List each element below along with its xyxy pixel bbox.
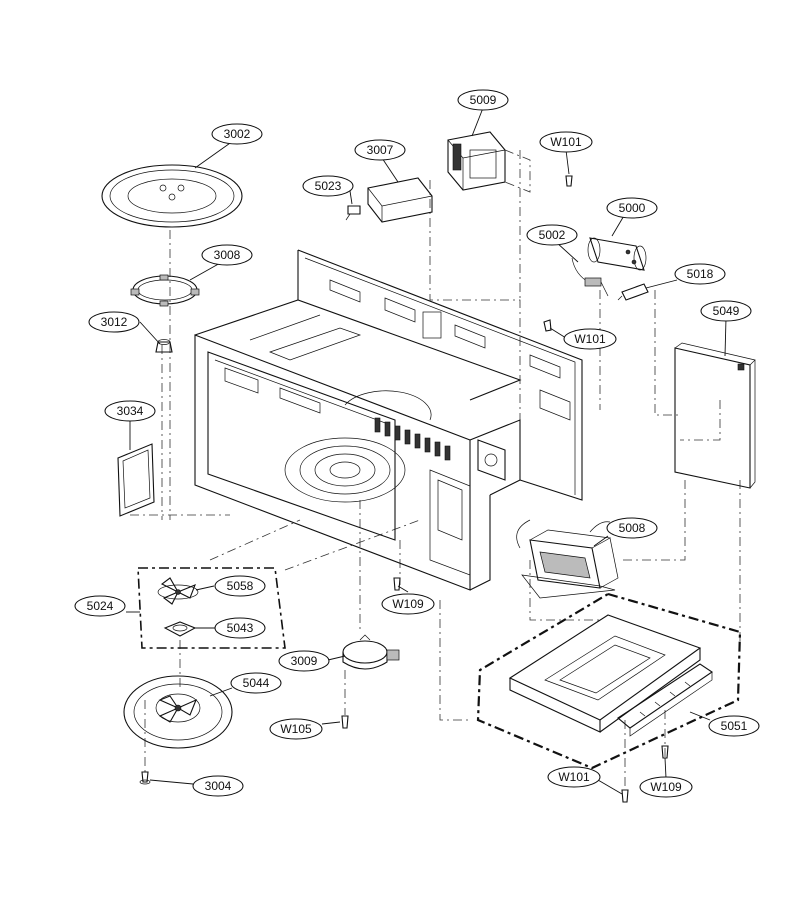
callout-3012: 3012 bbox=[88, 311, 140, 333]
hv-fuse bbox=[617, 283, 649, 301]
svg-text:5000: 5000 bbox=[619, 201, 646, 215]
screw-w109-bottom bbox=[661, 745, 669, 759]
svg-text:3007: 3007 bbox=[367, 143, 394, 157]
svg-text:5002: 5002 bbox=[539, 228, 566, 242]
svg-text:W109: W109 bbox=[392, 597, 424, 611]
svg-text:3004: 3004 bbox=[205, 779, 232, 793]
callout-w101-top: W101 bbox=[539, 131, 593, 153]
svg-text:5009: 5009 bbox=[470, 93, 497, 107]
roller-ring bbox=[130, 274, 200, 307]
callout-w109-bottom: W109 bbox=[639, 776, 693, 798]
oven-cavity-frame bbox=[194, 249, 583, 591]
fan-assembly-group bbox=[137, 567, 286, 649]
callout-5018: 5018 bbox=[674, 263, 726, 285]
callout-5043: 5043 bbox=[214, 617, 266, 639]
callout-3007: 3007 bbox=[354, 139, 406, 161]
screw-w105 bbox=[341, 715, 349, 729]
svg-text:W105: W105 bbox=[280, 722, 312, 736]
svg-text:3034: 3034 bbox=[117, 404, 144, 418]
callout-5023: 5023 bbox=[302, 175, 354, 197]
screw-w101-mid bbox=[543, 319, 552, 332]
svg-text:3008: 3008 bbox=[214, 248, 241, 262]
front-vent-slots bbox=[374, 417, 451, 461]
thermostat bbox=[345, 205, 361, 221]
callout-3009: 3009 bbox=[278, 650, 330, 672]
callout-3004: 3004 bbox=[192, 775, 244, 797]
callout-5000: 5000 bbox=[606, 197, 658, 219]
air-duct bbox=[367, 177, 433, 223]
callout-w101-bottom: W101 bbox=[547, 766, 601, 788]
side-cover-plate bbox=[674, 342, 756, 489]
callout-5044: 5044 bbox=[230, 672, 282, 694]
callout-5049: 5049 bbox=[700, 300, 752, 322]
svg-text:W101: W101 bbox=[550, 135, 582, 149]
screw-3004 bbox=[139, 771, 151, 785]
hv-capacitor bbox=[587, 237, 647, 271]
svg-text:5049: 5049 bbox=[713, 304, 740, 318]
turntable-motor bbox=[342, 634, 400, 670]
screw-w101-top bbox=[565, 175, 573, 187]
callout-5009: 5009 bbox=[457, 89, 509, 111]
callout-3002: 3002 bbox=[211, 123, 263, 145]
callout-5058: 5058 bbox=[214, 575, 266, 597]
callout-w109-mid: W109 bbox=[381, 593, 435, 615]
callout-w105: W105 bbox=[269, 718, 323, 740]
svg-text:3002: 3002 bbox=[224, 127, 251, 141]
svg-text:3012: 3012 bbox=[101, 315, 128, 329]
svg-text:3009: 3009 bbox=[291, 654, 318, 668]
leader-lines bbox=[126, 107, 727, 795]
fan-housing bbox=[123, 675, 233, 749]
turntable-glass-tray bbox=[101, 164, 243, 228]
svg-text:5024: 5024 bbox=[87, 599, 114, 613]
assembly-guide-lines bbox=[130, 150, 741, 790]
svg-text:5018: 5018 bbox=[687, 267, 714, 281]
callout-5051: 5051 bbox=[708, 715, 760, 737]
callout-5024: 5024 bbox=[74, 595, 126, 617]
waveguide-cover bbox=[117, 443, 155, 517]
part-callouts: 3002 3008 3012 3034 3007 5023 5009 W101 bbox=[74, 89, 760, 798]
svg-text:W109: W109 bbox=[650, 780, 682, 794]
callout-w101-mid: W101 bbox=[563, 328, 617, 350]
callout-5002: 5002 bbox=[526, 224, 578, 246]
hv-diode bbox=[571, 257, 609, 297]
svg-text:5044: 5044 bbox=[243, 676, 270, 690]
fan-motor-bracket bbox=[163, 621, 197, 637]
svg-text:5008: 5008 bbox=[619, 521, 646, 535]
magnetron bbox=[447, 131, 531, 193]
callout-5008: 5008 bbox=[606, 517, 658, 539]
fan-blade bbox=[157, 577, 199, 605]
svg-text:5051: 5051 bbox=[721, 719, 748, 733]
screw-w109-mid bbox=[393, 577, 401, 591]
screw-w101-bottom bbox=[621, 789, 629, 803]
svg-text:5043: 5043 bbox=[227, 621, 254, 635]
base-tray-group bbox=[476, 592, 742, 770]
svg-text:W101: W101 bbox=[558, 770, 590, 784]
callout-3008: 3008 bbox=[201, 244, 253, 266]
svg-text:5058: 5058 bbox=[227, 579, 254, 593]
callout-3034: 3034 bbox=[104, 400, 156, 422]
hv-transformer bbox=[516, 519, 619, 599]
svg-text:W101: W101 bbox=[574, 332, 606, 346]
svg-text:5023: 5023 bbox=[315, 179, 342, 193]
